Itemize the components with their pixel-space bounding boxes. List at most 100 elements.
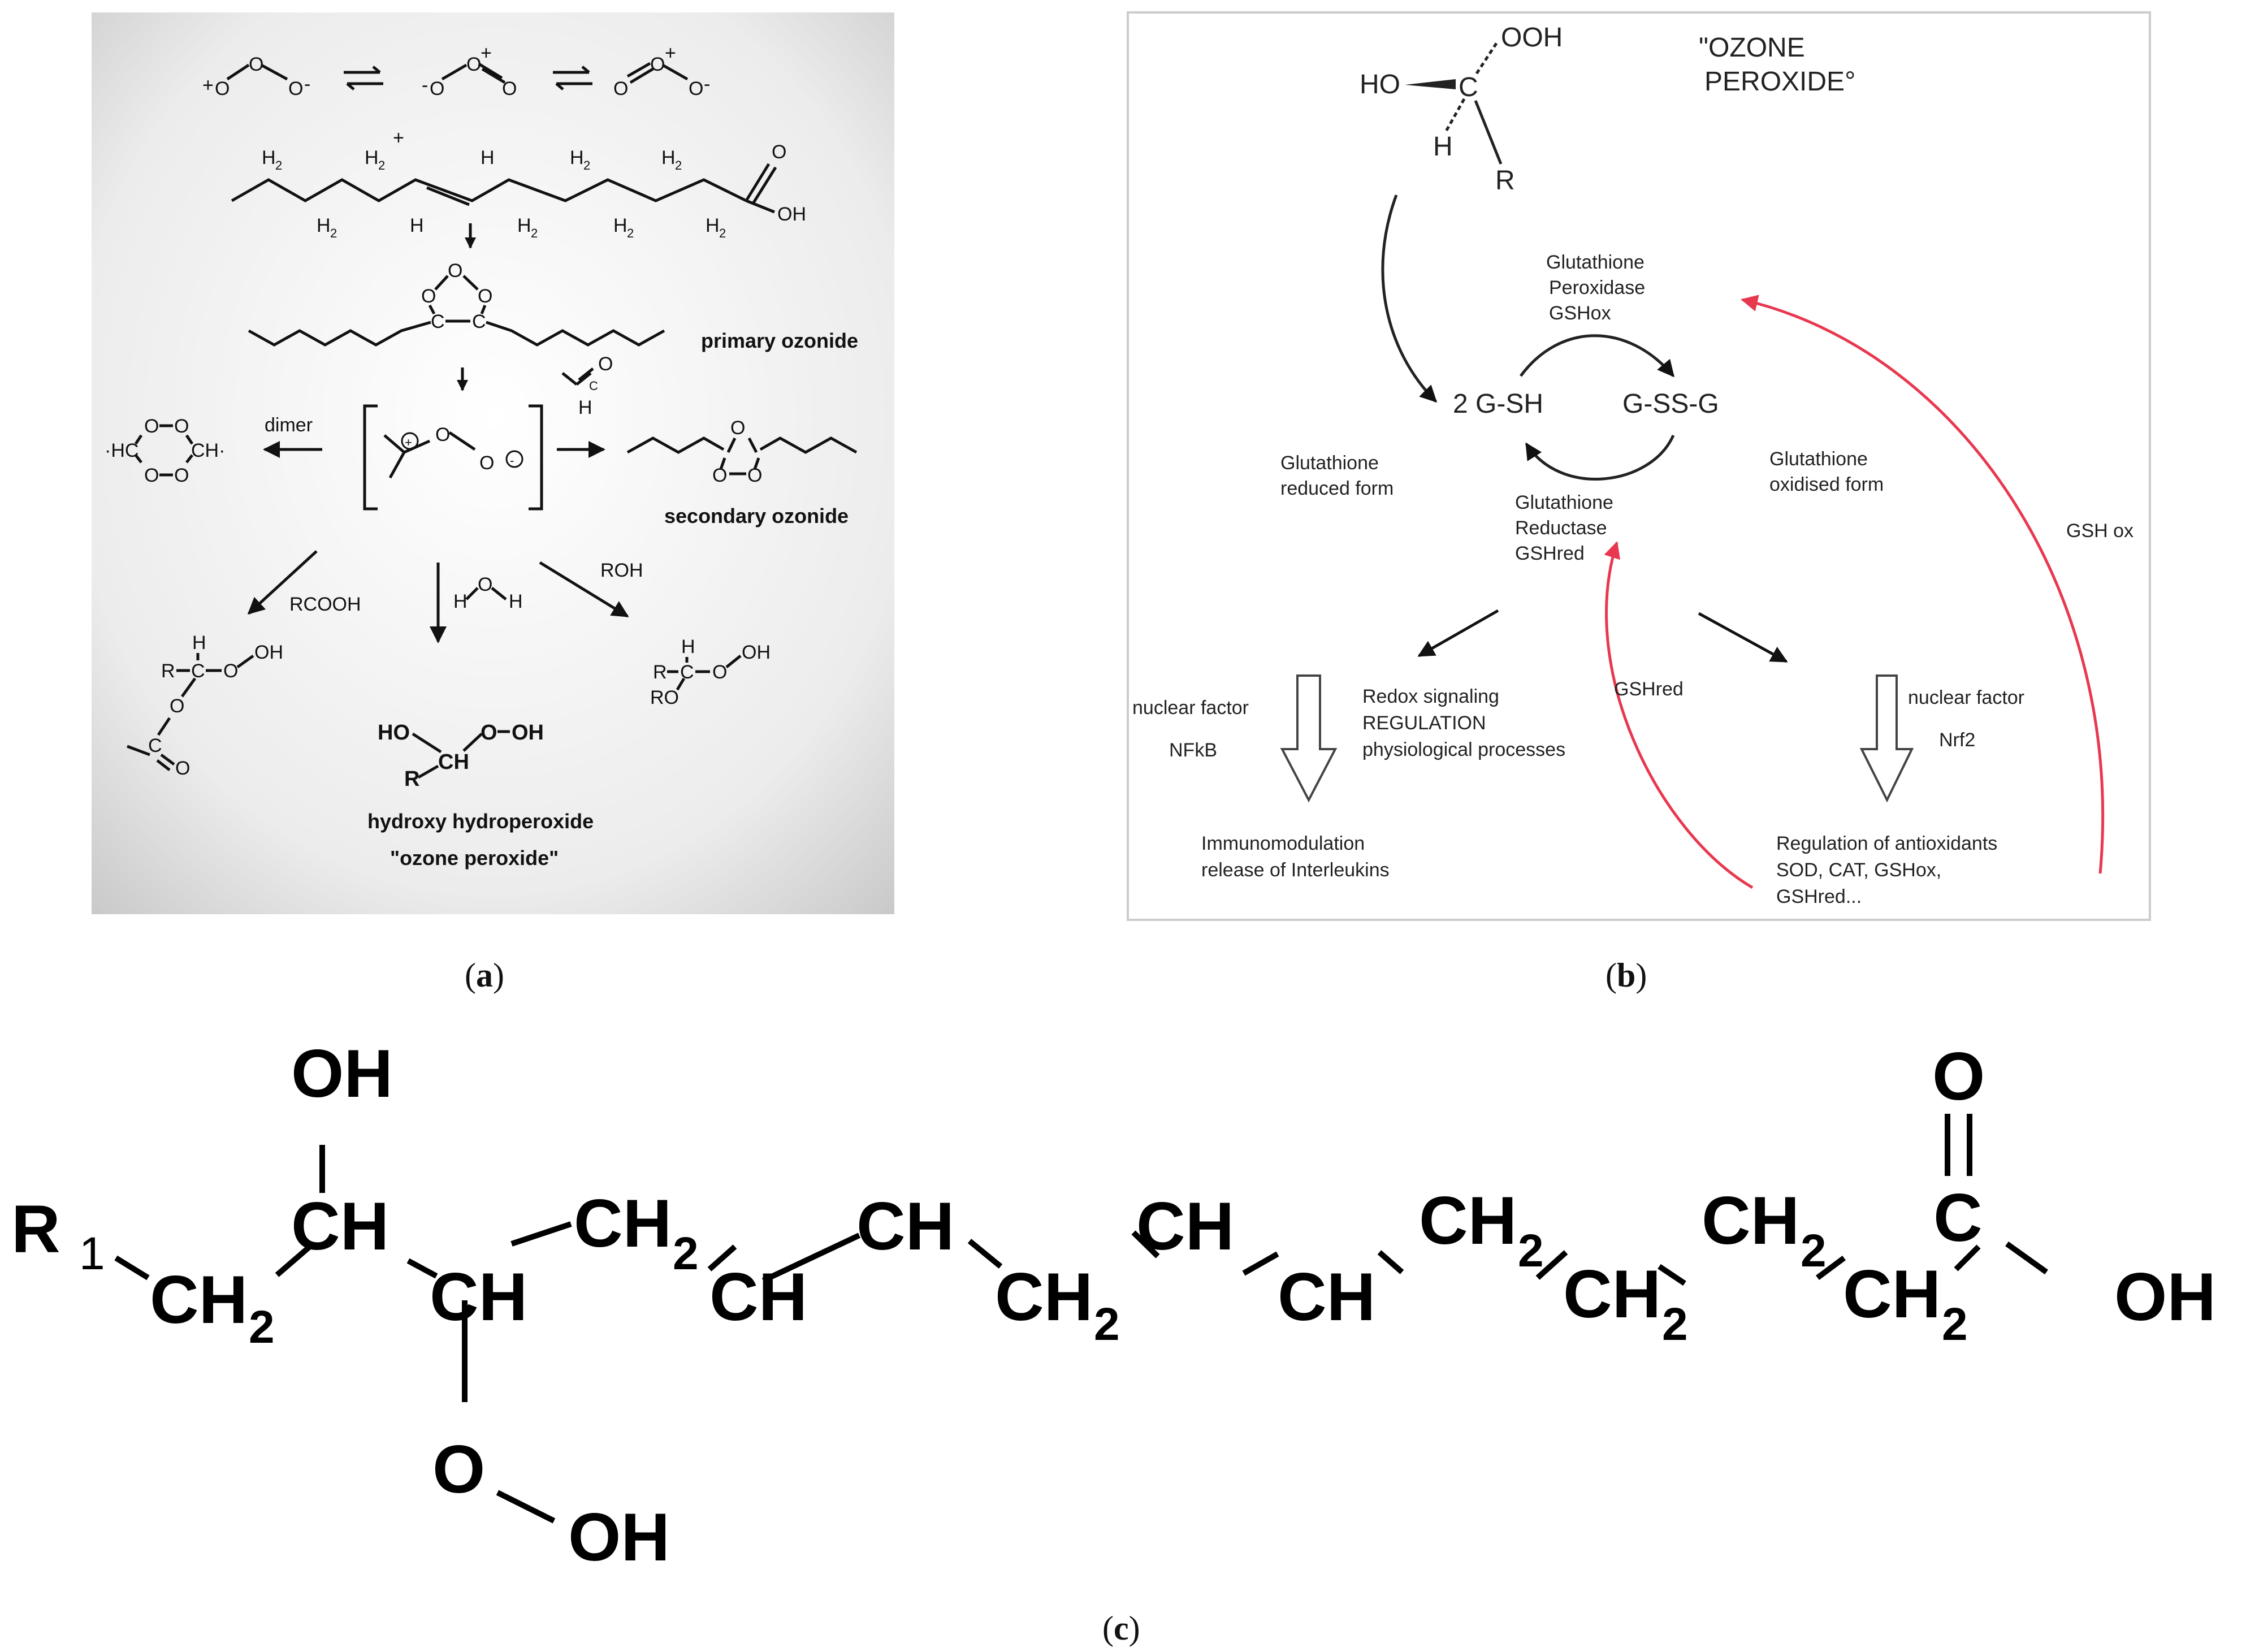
water-h: H bbox=[509, 591, 523, 612]
r-group: R bbox=[11, 1191, 60, 1267]
gpx-arc bbox=[1519, 334, 1674, 378]
dimer-label: dimer bbox=[265, 414, 313, 436]
right-o: O bbox=[712, 661, 727, 683]
right-h: H bbox=[681, 636, 695, 658]
ch-ene-1: CH bbox=[709, 1259, 807, 1335]
aldehyde-o: O bbox=[598, 353, 613, 375]
rcooh-label: RCOOH bbox=[289, 594, 361, 615]
dimer-right: CH· bbox=[191, 440, 225, 461]
left-c: C bbox=[191, 660, 205, 682]
criegee-plus: + bbox=[405, 435, 412, 449]
hydroxyl-oh: OH bbox=[777, 204, 806, 225]
ozone-peroxide-title-2: PEROXIDE° bbox=[1704, 67, 1855, 97]
ch2-6: CH bbox=[1702, 1183, 1799, 1259]
dimer-o: O bbox=[174, 416, 189, 437]
ozonide-o: O bbox=[421, 286, 436, 307]
left-o: O bbox=[175, 758, 190, 779]
gsh: 2 G-SH bbox=[1453, 389, 1543, 419]
ozone-peroxide-title-1: "OZONE bbox=[1699, 33, 1805, 63]
ozone-2-minus: - bbox=[422, 75, 428, 96]
ch-hydroxyl: CH bbox=[291, 1188, 389, 1264]
left-h: H bbox=[192, 632, 206, 654]
panel-c: R 1 CH 2 OH CH CH O OH CH 2 CH CH CH 2 C… bbox=[11, 1036, 2216, 1647]
ozone-peroxide-molecule: OOH HO C H R "OZONE PEROXIDE° bbox=[1360, 23, 1855, 196]
h-label: H bbox=[410, 215, 424, 236]
ozone-3-minus: - bbox=[704, 73, 710, 95]
gpx-line-1: Glutathione bbox=[1546, 252, 1645, 273]
h2-sub: 2 bbox=[719, 226, 726, 240]
aldehyde-c: C bbox=[589, 379, 598, 393]
immuno-line-2: release of Interleukins bbox=[1201, 859, 1390, 881]
center-ho: HO bbox=[378, 721, 410, 745]
gsh-ox-arrow bbox=[1741, 295, 2105, 874]
h2-label: H bbox=[570, 147, 584, 168]
top-h: H bbox=[1433, 132, 1453, 162]
ch2-5: CH bbox=[1563, 1256, 1661, 1332]
ozone-resonance: + O O O - - O O + O O O + O - bbox=[202, 42, 710, 100]
ch2-7-sub: 2 bbox=[1942, 1299, 1968, 1350]
input-arrow bbox=[1381, 194, 1438, 403]
top-c: C bbox=[1459, 72, 1478, 102]
criegee-minus: - bbox=[510, 453, 514, 468]
panel-a-background bbox=[92, 12, 894, 914]
h2-sub: 2 bbox=[330, 226, 337, 240]
left-o: O bbox=[223, 660, 238, 682]
h2-sub: 2 bbox=[583, 158, 590, 172]
criegee-o: O bbox=[435, 424, 450, 446]
h-label: H bbox=[481, 147, 495, 168]
dimer-o: O bbox=[144, 416, 159, 437]
h2-label: H bbox=[613, 215, 628, 236]
ch2-3-sub: 2 bbox=[1094, 1299, 1120, 1350]
ch2-6-sub: 2 bbox=[1801, 1225, 1827, 1277]
dimer-o: O bbox=[174, 465, 189, 486]
ozonide-c: C bbox=[431, 311, 445, 332]
nfkb-arrow bbox=[1280, 674, 1338, 803]
ozonide-o: O bbox=[448, 260, 462, 282]
redox-line-1: Redox signaling bbox=[1362, 686, 1499, 707]
right-oh: OH bbox=[742, 642, 771, 663]
right-branch-arrow bbox=[1698, 612, 1788, 663]
reduced-line-1: Glutathione bbox=[1280, 452, 1379, 474]
center-o: O bbox=[481, 721, 497, 745]
left-c: C bbox=[148, 735, 162, 756]
center-ch: CH bbox=[438, 750, 469, 774]
ozone-1-o2: O bbox=[249, 54, 263, 75]
ozone-1-o3: O bbox=[288, 78, 303, 100]
ch2-4-sub: 2 bbox=[1518, 1225, 1544, 1277]
nrf2-arrow bbox=[1859, 674, 1914, 803]
antiox-line-2: SOD, CAT, GSHox, bbox=[1776, 859, 1941, 881]
ozone-3-o2: O bbox=[650, 54, 665, 75]
primary-ozonide: O O O C C primary ozonide bbox=[248, 260, 858, 352]
h2-label: H bbox=[706, 215, 720, 236]
gr-line-2: Reductase bbox=[1515, 517, 1607, 539]
plus-label: + bbox=[393, 127, 404, 149]
criegee-intermediate: + O O - bbox=[363, 404, 543, 511]
right-r: R bbox=[653, 661, 667, 683]
product-label-1: hydroxy hydroperoxide bbox=[367, 810, 594, 833]
oh-top: OH bbox=[291, 1036, 393, 1112]
h2-label: H bbox=[517, 215, 531, 236]
antiox-line-1: Regulation of antioxidants bbox=[1776, 833, 1997, 854]
ozone-1-plus: + bbox=[202, 75, 214, 96]
equilibrium-arrow-2 bbox=[553, 66, 592, 90]
ch2-2-sub: 2 bbox=[673, 1228, 699, 1279]
aldehyde-h: H bbox=[578, 397, 592, 418]
top-ooh: OOH bbox=[1501, 23, 1563, 53]
ch2-3: CH bbox=[995, 1259, 1093, 1335]
nuclear-factor-right: nuclear factor bbox=[1908, 687, 2024, 708]
peroxyacyl-product: H R C O OH O C O bbox=[127, 632, 283, 779]
product-label-2: "ozone peroxide" bbox=[390, 846, 559, 870]
ozone-3-o1: O bbox=[613, 78, 628, 100]
carboxyl-c: C bbox=[1933, 1180, 1983, 1256]
water-o: O bbox=[478, 574, 492, 595]
equilibrium-arrow bbox=[344, 66, 383, 90]
top-ho: HO bbox=[1360, 70, 1400, 100]
ozone-2-plus: + bbox=[481, 42, 492, 64]
caption-b: (b) bbox=[1605, 957, 1647, 994]
roh-label: ROH bbox=[600, 560, 643, 581]
carbonyl-o: O bbox=[772, 141, 786, 163]
h2-label: H bbox=[262, 147, 276, 168]
immuno-line-1: Immunomodulation bbox=[1201, 833, 1365, 854]
left-branch-arrow bbox=[1417, 609, 1499, 658]
